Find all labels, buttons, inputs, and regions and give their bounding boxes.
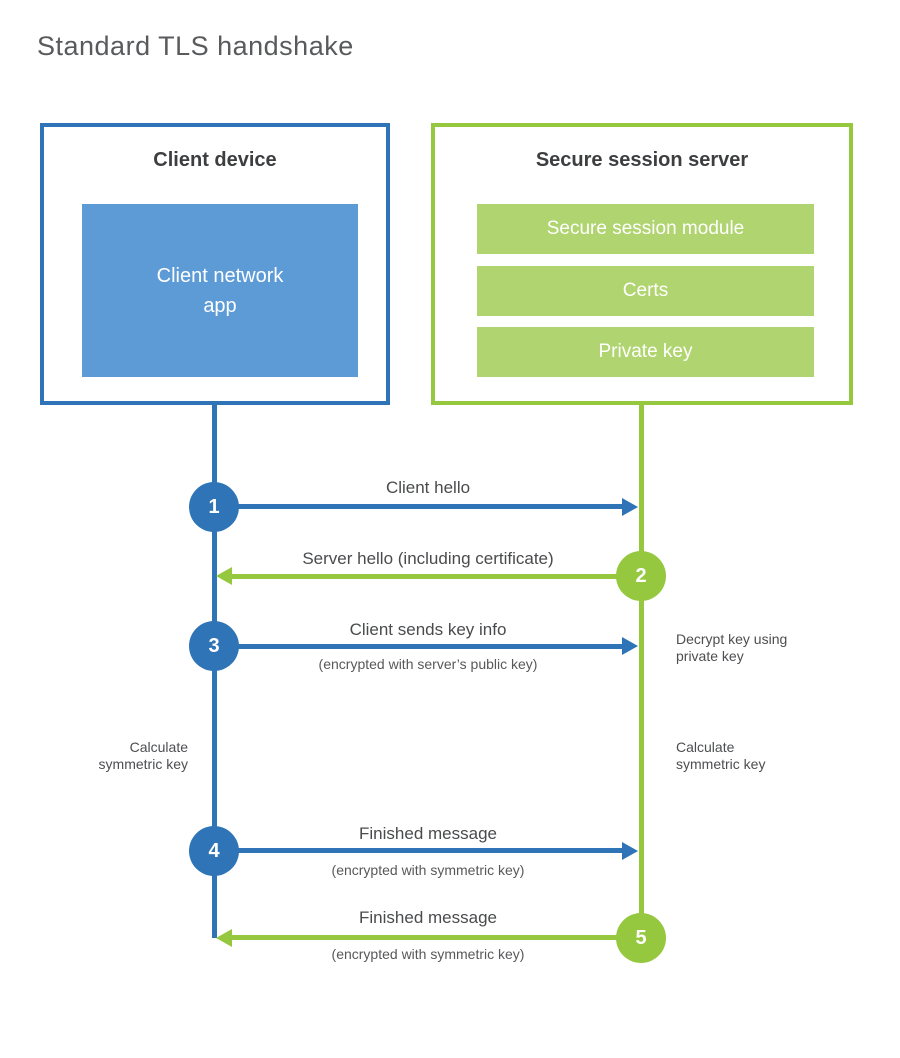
note-decrypt-key: Decrypt key using private key — [676, 631, 788, 664]
arrowhead-right-icon — [622, 498, 638, 516]
label-client-key-info: Client sends key info — [349, 620, 507, 639]
client-lifeline — [212, 405, 217, 938]
certs-bar: Certs — [477, 266, 814, 316]
secure-session-server-box: Secure session server Secure session mod… — [431, 123, 853, 405]
arrowhead-left-icon — [216, 929, 232, 947]
arrowhead-left-icon — [216, 567, 232, 585]
label-finished-client: Finished message — [359, 824, 497, 843]
sublabel-client-key-info: (encrypted with server’s public key) — [318, 656, 538, 672]
label-finished-server: Finished message — [359, 908, 497, 927]
step-circle-4: 4 — [189, 826, 239, 876]
sublabel-finished-server: (encrypted with symmetric key) — [331, 946, 525, 962]
secure-session-server-title: Secure session server — [535, 149, 749, 171]
arrow-server-hello — [231, 574, 641, 579]
client-network-app-box: Client network app — [82, 204, 358, 377]
note-calculate-symmetric-key-client: Calculate symmetric key — [98, 739, 188, 772]
secure-session-module-bar: Secure session module — [477, 204, 814, 254]
step-circle-5: 5 — [616, 913, 666, 963]
arrowhead-right-icon — [622, 637, 638, 655]
label-client-hello: Client hello — [385, 478, 471, 497]
step-circle-3: 3 — [189, 621, 239, 671]
client-device-title: Client device — [153, 149, 277, 171]
arrow-client-key-info — [214, 644, 626, 649]
note-calculate-symmetric-key-server: Calculate symmetric key — [676, 739, 766, 772]
label-server-hello: Server hello (including certificate) — [302, 549, 554, 568]
step-circle-1: 1 — [189, 482, 239, 532]
client-device-box: Client device Client network app — [40, 123, 390, 405]
arrow-finished-server — [231, 935, 641, 940]
sublabel-finished-client: (encrypted with symmetric key) — [331, 862, 525, 878]
arrow-client-hello — [214, 504, 626, 509]
diagram-title: Standard TLS handshake — [37, 31, 354, 61]
step-circle-2: 2 — [616, 551, 666, 601]
arrow-finished-client — [214, 848, 626, 853]
server-lifeline — [639, 405, 644, 938]
arrowhead-right-icon — [622, 842, 638, 860]
client-network-app-label: Client network app — [156, 264, 284, 317]
private-key-bar: Private key — [477, 327, 814, 377]
